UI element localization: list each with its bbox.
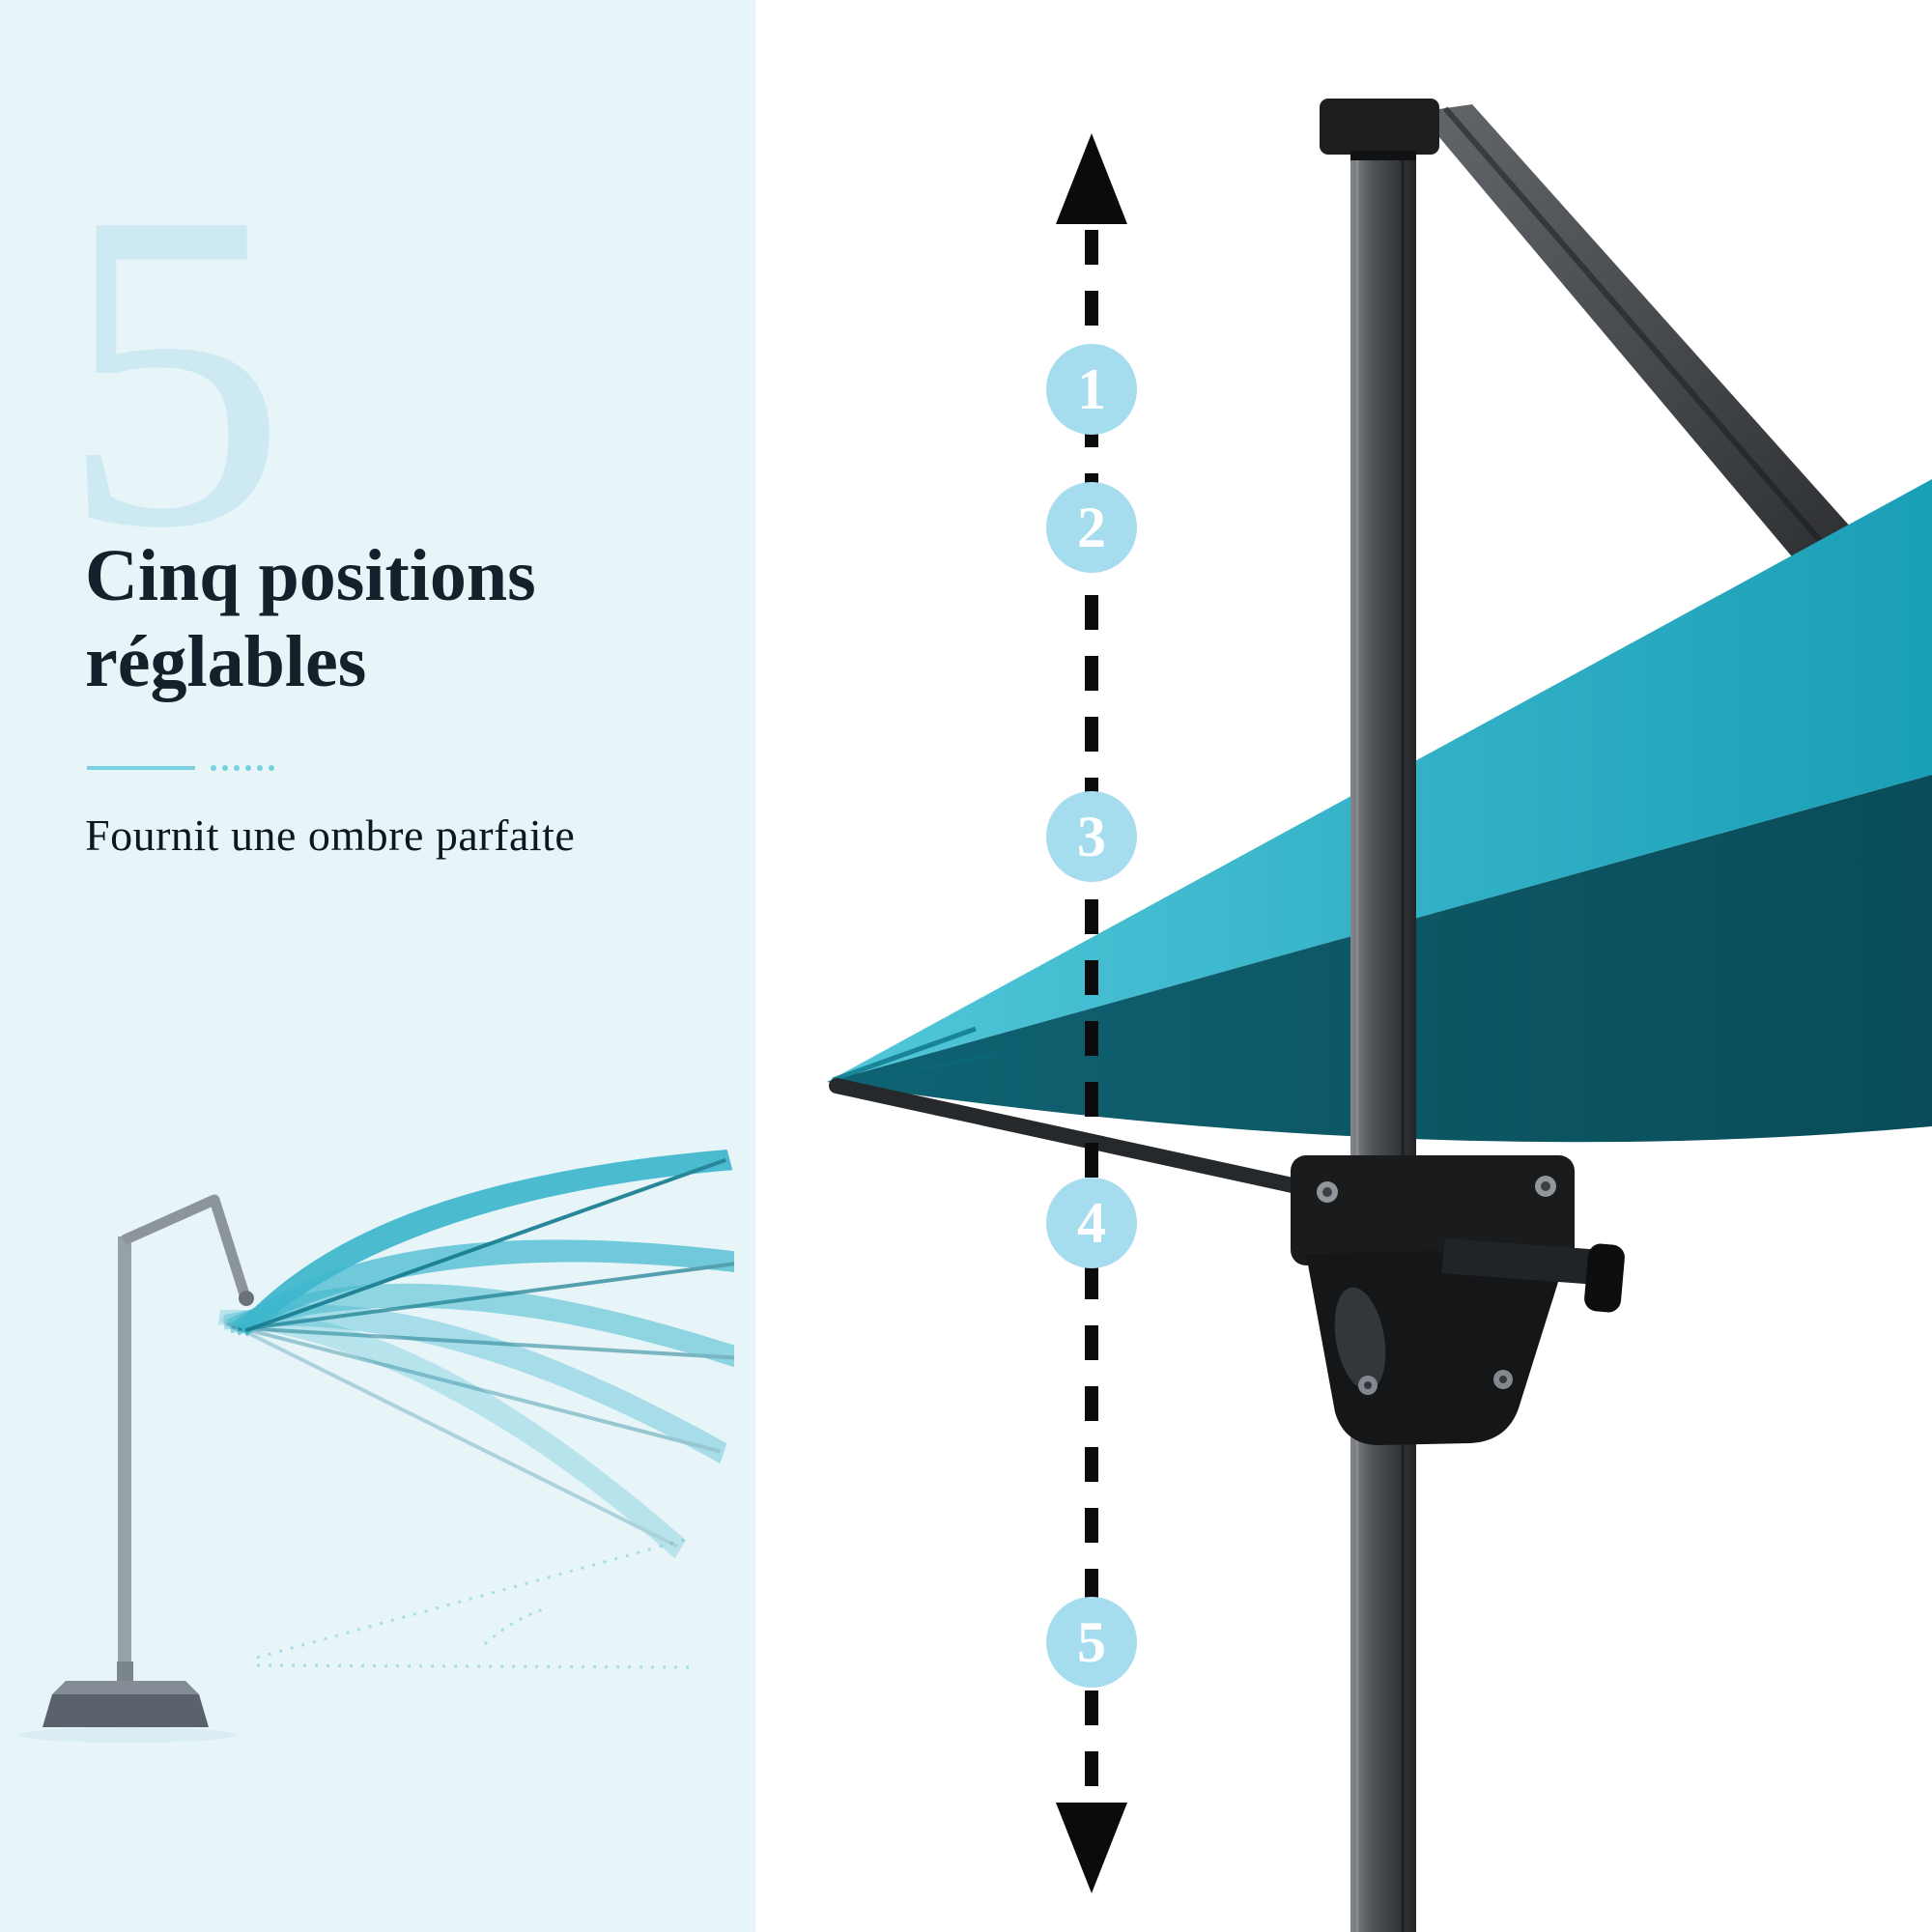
subtitle: Fournit une ombre parfaite — [85, 810, 576, 860]
page-title-line2: réglables — [85, 620, 367, 702]
page-title: Cinq positions réglables — [85, 533, 536, 705]
page-title-line1: Cinq positions — [85, 535, 536, 616]
divider — [87, 765, 274, 771]
position-marker-4: 4 — [1046, 1178, 1137, 1268]
crank-handle — [1441, 1238, 1602, 1285]
divider-line — [87, 766, 195, 770]
pole-cap — [1320, 99, 1439, 155]
cantilever-arm — [1418, 104, 1868, 585]
position-marker-2: 2 — [1046, 482, 1137, 573]
arrow-down-icon — [1056, 1803, 1127, 1893]
position-marker-5: 5 — [1046, 1597, 1137, 1688]
crank-assembly — [1291, 1155, 1625, 1445]
info-panel: 5 Cinq positions réglables Fournit une o… — [0, 0, 755, 1932]
illustration-pole — [118, 1194, 254, 1673]
crank-knob — [1584, 1243, 1625, 1313]
arrow-up-icon — [1056, 133, 1127, 224]
divider-dots — [211, 765, 274, 771]
watermark-number: 5 — [60, 118, 287, 621]
screws — [1317, 1176, 1556, 1395]
illustration-base — [19, 1662, 236, 1743]
position-marker-3: 3 — [1046, 791, 1137, 882]
position-marker-1: 1 — [1046, 344, 1137, 435]
photo-pole — [1320, 99, 1439, 1932]
umbrella-positions-illustration — [19, 1123, 734, 1743]
